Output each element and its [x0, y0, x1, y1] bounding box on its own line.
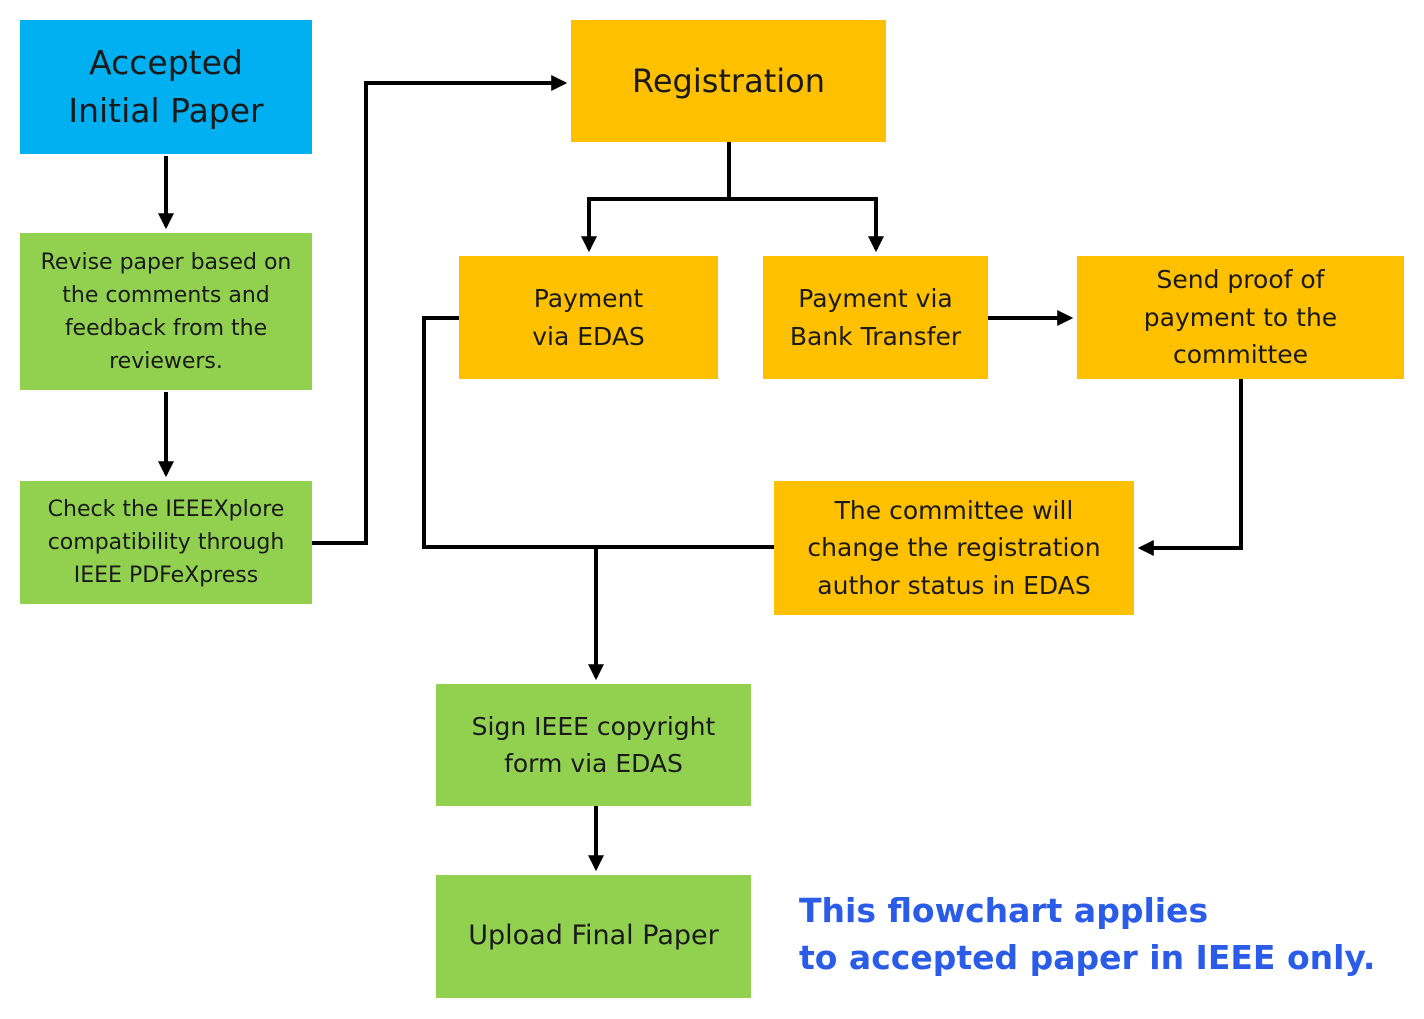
- scope-note: This flowchart applies to accepted paper…: [799, 887, 1409, 981]
- node-label: Payment via EDAS: [532, 280, 645, 355]
- node-label: The committee will change the registrati…: [807, 492, 1100, 605]
- registration-box: Registration: [571, 20, 886, 142]
- node-label: Revise paper based on the comments and f…: [41, 246, 292, 378]
- accepted-initial-paper-box: Accepted Initial Paper: [20, 20, 312, 154]
- node-label-line: committee: [1172, 340, 1309, 370]
- node-label-line: feedback from the: [64, 315, 268, 341]
- sign-copyright-form-box: Sign IEEE copyright form via EDAS: [436, 684, 751, 806]
- edge-proof-to-committee: [1137, 379, 1243, 556]
- node-label-line: Upload Final Paper: [468, 920, 719, 952]
- scope-note-line: This flowchart applies: [799, 891, 1209, 930]
- edge-check-to-registration: [312, 75, 568, 545]
- node-label-line: form via EDAS: [504, 749, 683, 778]
- node-label-line: Send proof of: [1156, 265, 1325, 295]
- payment-via-edas-box: Payment via EDAS: [459, 256, 718, 379]
- node-label-line: compatibility through: [47, 530, 285, 555]
- node-label-line: Accepted: [89, 43, 243, 83]
- node-label: Accepted Initial Paper: [68, 39, 263, 135]
- upload-final-paper-box: Upload Final Paper: [436, 875, 751, 998]
- node-label-line: via EDAS: [532, 321, 645, 351]
- edge-edas-payment-to-merge: [422, 316, 596, 549]
- node-label-line: The committee will: [834, 495, 1074, 525]
- payment-via-bank-transfer-box: Payment via Bank Transfer: [763, 256, 988, 379]
- node-label-line: reviewers.: [109, 348, 223, 374]
- node-label: Payment via Bank Transfer: [790, 280, 961, 355]
- node-label: Check the IEEEXplore compatibility throu…: [48, 493, 285, 592]
- node-label: Send proof of payment to the committee: [1144, 261, 1337, 374]
- revise-paper-box: Revise paper based on the comments and f…: [20, 233, 312, 390]
- node-label-line: Initial Paper: [68, 91, 264, 130]
- committee-status-change-box: The committee will change the registrati…: [774, 481, 1134, 615]
- node-label-line: IEEE PDFeXpress: [73, 563, 259, 588]
- node-label: Upload Final Paper: [468, 919, 718, 954]
- edge-registration-to-bank-payment: [729, 197, 884, 253]
- node-label-line: payment to the: [1143, 302, 1338, 332]
- edge-registration-to-edas-payment: [581, 197, 729, 253]
- scope-note-line: to accepted paper in IEEE only.: [799, 938, 1376, 977]
- node-label-line: Payment via: [798, 284, 953, 313]
- node-label-line: Check the IEEEXplore: [47, 497, 285, 522]
- node-label-line: Registration: [632, 61, 825, 100]
- node-label: Registration: [632, 61, 825, 102]
- node-label-line: Sign IEEE copyright: [471, 711, 716, 741]
- node-label-line: Payment: [533, 284, 644, 313]
- node-label: Sign IEEE copyright form via EDAS: [472, 708, 716, 783]
- send-proof-of-payment-box: Send proof of payment to the committee: [1077, 256, 1404, 379]
- node-label-line: author status in EDAS: [817, 570, 1091, 600]
- node-label-line: change the registration: [807, 533, 1101, 563]
- node-label-line: Bank Transfer: [789, 321, 962, 351]
- check-ieeexplore-box: Check the IEEEXplore compatibility throu…: [20, 481, 312, 604]
- node-label-line: Revise paper based on: [40, 249, 292, 275]
- node-label-line: the comments and: [62, 282, 270, 308]
